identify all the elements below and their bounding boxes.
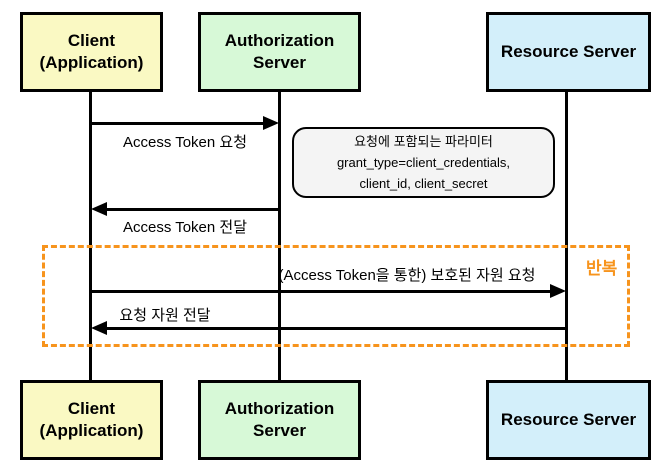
actor-client-top-label: Client (Application) — [40, 30, 144, 74]
loop-fragment-label: 반복 — [586, 259, 618, 278]
actor-client-bottom: Client (Application) — [20, 380, 163, 460]
actor-resource-server-bottom: Resource Server — [486, 380, 651, 460]
actor-authorization-server-top: Authorization Server — [198, 12, 361, 92]
actor-resource-server-top-label: Resource Server — [500, 41, 637, 61]
message-protected-resource-request-line — [91, 290, 550, 293]
actor-authorization-server-bottom-label: Authorization Server — [224, 398, 335, 440]
loop-fragment-box — [42, 245, 630, 347]
actor-client-line2: (Application) — [39, 53, 144, 72]
arrowhead-left-icon — [91, 321, 107, 335]
actor-client-line2: (Application) — [39, 421, 144, 440]
arrowhead-right-icon — [550, 284, 566, 298]
arrowhead-left-icon — [91, 202, 107, 216]
lifeline-resource-server — [565, 92, 568, 380]
message-resource-delivery-line — [107, 327, 566, 330]
actor-client-line1: Client — [67, 398, 116, 418]
note-line1: 요청에 포함되는 파라미터 — [354, 134, 493, 149]
message-access-token-delivery-line — [107, 208, 280, 211]
actor-client-line1: Client — [67, 30, 116, 50]
actor-client-bottom-label: Client (Application) — [40, 398, 144, 442]
actor-resource-server-top: Resource Server — [486, 12, 651, 92]
message-access-token-delivery-label: Access Token 전달 — [122, 219, 248, 236]
note-line3: client_id, client_secret — [359, 176, 488, 191]
arrowhead-right-icon — [263, 116, 279, 130]
message-protected-resource-request-label: (Access Token을 통한) 보호된 자원 요청 — [278, 267, 536, 284]
message-access-token-request-label: Access Token 요청 — [122, 134, 248, 151]
lifeline-authorization-server — [278, 92, 281, 380]
lifeline-client — [89, 92, 92, 380]
message-resource-delivery-label: 요청 자원 전달 — [119, 307, 211, 324]
actor-authorization-server-top-label: Authorization Server — [224, 30, 335, 72]
note-request-parameters: 요청에 포함되는 파라미터 grant_type=client_credenti… — [292, 127, 555, 198]
actor-resource-server-bottom-label: Resource Server — [500, 409, 637, 429]
note-line2: grant_type=client_credentials, — [336, 155, 511, 170]
actor-authorization-server-bottom: Authorization Server — [198, 380, 361, 460]
actor-client-top: Client (Application) — [20, 12, 163, 92]
message-access-token-request-line — [91, 122, 263, 125]
